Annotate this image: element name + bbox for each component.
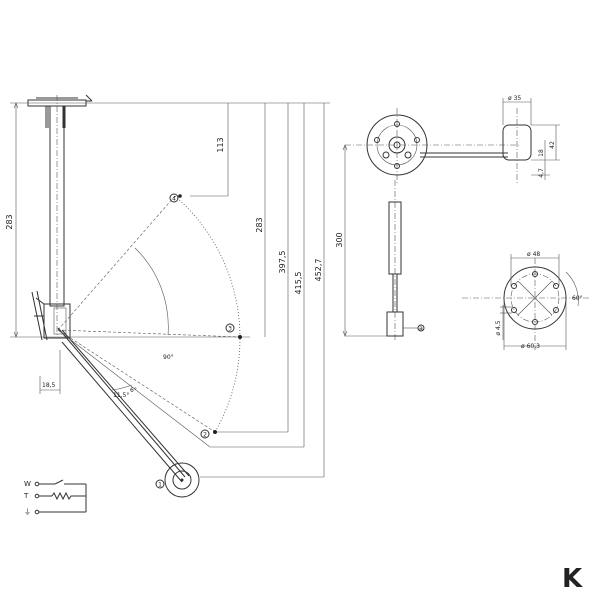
dim-d35: ø 35 <box>508 95 521 102</box>
brand-logo: K <box>562 564 583 594</box>
dim-397: 397,5 <box>278 251 287 274</box>
position-marker-2: 2 <box>200 429 217 439</box>
side-pivot <box>386 311 404 337</box>
top-flange-view: ø 35 18 42 4,7 <box>345 95 560 185</box>
svg-text:3: 3 <box>228 326 232 333</box>
angle-60: 60° <box>572 295 583 302</box>
position-marker-3: 3 <box>225 323 242 339</box>
sweep-arc <box>174 195 241 433</box>
dim-d48: ø 48 <box>527 251 540 258</box>
float-ball <box>164 462 200 498</box>
position-marker-1: 1 <box>155 479 165 489</box>
dim-4-5: ø 4,5 <box>495 320 502 335</box>
dim-42: 42 <box>549 141 556 149</box>
angle-11-5: 11,5° <box>113 392 129 399</box>
wiring-diagram: W T ⏚ <box>23 479 87 516</box>
dim-4-7: 4,7 <box>538 168 545 178</box>
angle-6: 6° <box>130 387 137 394</box>
left-side-view: 283 113 283 397,5 415,5 <box>5 94 330 498</box>
wire-t-label: T <box>23 492 29 500</box>
dim-452: 452,7 <box>314 259 323 282</box>
flange-detail-view: ø 48 ø 60,3 ø 4,5 60° <box>462 251 590 350</box>
dim-d60: ø 60,3 <box>521 343 540 350</box>
dim-18: 18 <box>538 149 545 157</box>
dim-283-vertical: 283 <box>5 214 14 229</box>
svg-text:1: 1 <box>158 482 162 489</box>
side-label-a: a <box>419 325 423 332</box>
position-marker-4: 4 <box>169 193 182 203</box>
dim-283: 283 <box>255 217 264 232</box>
dim-300: 300 <box>335 232 344 247</box>
svg-text:4: 4 <box>172 196 176 203</box>
pivot-housing <box>43 303 71 339</box>
dim-415: 415,5 <box>294 272 303 295</box>
angle-90: 90° <box>163 354 174 361</box>
dim-113: 113 <box>216 137 225 152</box>
dim-18-5: 18,5 <box>42 382 56 389</box>
float-arm-positions <box>57 195 241 483</box>
wire-ground-symbol: ⏚ <box>24 508 31 516</box>
brand-logo-letter: K <box>562 564 583 594</box>
side-view-300: a 300 <box>335 144 425 340</box>
side-tube <box>388 201 402 275</box>
wire-w-label: W <box>24 480 31 488</box>
svg-text:2: 2 <box>203 432 207 439</box>
